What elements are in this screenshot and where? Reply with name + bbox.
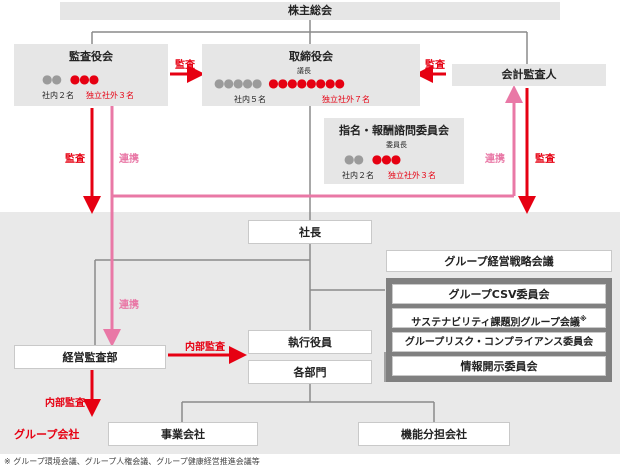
board-of-auditors: 監査役会 ●● ●●● 社内２名 独立社外３名 — [14, 44, 168, 106]
president: 社長 — [248, 220, 372, 244]
cooperation-label-right: 連携 — [485, 154, 505, 165]
person-icon: ●●●●●●●● — [268, 76, 345, 90]
audit-label-right: 監査 — [535, 154, 555, 165]
function-companies: 機能分担会社 — [358, 422, 510, 446]
operating-companies: 事業会社 — [108, 422, 258, 446]
committee-csv: グループCSV委員会 — [392, 284, 606, 304]
person-icon: ●● — [42, 72, 62, 86]
group-strategy-council: グループ経営戦略会議 — [386, 250, 612, 272]
shareholders-meeting: 株主総会 — [60, 2, 560, 20]
committee-icons: ●● ●●● — [344, 152, 401, 166]
person-icon: ●●● — [371, 152, 401, 166]
nomination-committee-title: 指名・報酬諮問委員会 — [339, 124, 449, 137]
auditor-external-count: 独立社外３名 — [86, 91, 134, 100]
person-icon: ●●●●● — [214, 76, 262, 90]
nomination-committee: 指名・報酬諮問委員会 委員長 ●● ●●● 社内２名 独立社外３名 — [324, 118, 464, 184]
committee-sustainability-label: サステナビリティ課題別グループ会議 — [411, 317, 580, 329]
board-of-auditors-title: 監査役会 — [69, 50, 113, 63]
committee-sustainability: サステナビリティ課題別グループ会議※ — [392, 308, 606, 328]
departments: 各部門 — [248, 360, 372, 384]
committee-internal-count: 社内２名 — [342, 171, 374, 180]
board-of-directors-title: 取締役会 — [289, 50, 333, 63]
committee-external-count: 独立社外３名 — [388, 171, 436, 180]
internal-audit-label-dept: 内部監査 — [185, 342, 225, 353]
director-internal-count: 社内５名 — [234, 95, 266, 104]
committee-disclosure: 情報開示委員会 — [392, 356, 606, 376]
accounting-auditor: 会計監査人 — [452, 64, 606, 86]
auditor-internal-count: 社内２名 — [42, 91, 74, 100]
org-lines — [91, 20, 528, 422]
audit-arrows — [83, 65, 536, 417]
footnote: ※ グループ環境会議、グループ人権会議、グループ健康経営推進会議等 — [4, 457, 260, 466]
audit-label-accounting: 監査 — [425, 60, 445, 71]
director-external-count: 独立社外７名 — [322, 95, 370, 104]
cooperation-lines — [103, 85, 523, 347]
person-icon: ●● — [344, 152, 364, 166]
cooperation-label-lower: 連携 — [119, 300, 139, 311]
chair-label: 議長 — [297, 67, 311, 75]
internal-audit-label-group: 内部監査 — [45, 398, 85, 409]
person-icon: ●●● — [69, 72, 99, 86]
group-zone — [0, 412, 620, 454]
cooperation-label-left: 連携 — [119, 154, 139, 165]
group-companies-label: グループ会社 — [14, 428, 80, 441]
executive-officers: 執行役員 — [248, 330, 372, 354]
committee-cluster: グループCSV委員会 サステナビリティ課題別グループ会議※ グループリスク・コン… — [386, 278, 612, 382]
management-audit-dept: 経営監査部 — [14, 345, 166, 369]
auditor-icons: ●● ●●● — [42, 72, 99, 86]
footnote-mark: ※ — [579, 315, 587, 323]
director-icons: ●●●●● ●●●●●●●● — [214, 76, 345, 90]
committee-chair-label: 委員長 — [386, 141, 407, 149]
committee-risk-compliance: グループリスク・コンプライアンス委員会 — [392, 332, 606, 352]
audit-label-auditors: 監査 — [175, 60, 195, 71]
board-of-directors: 取締役会 議長 ●●●●● ●●●●●●●● 社内５名 独立社外７名 — [202, 44, 420, 106]
audit-label-left: 監査 — [65, 154, 85, 165]
